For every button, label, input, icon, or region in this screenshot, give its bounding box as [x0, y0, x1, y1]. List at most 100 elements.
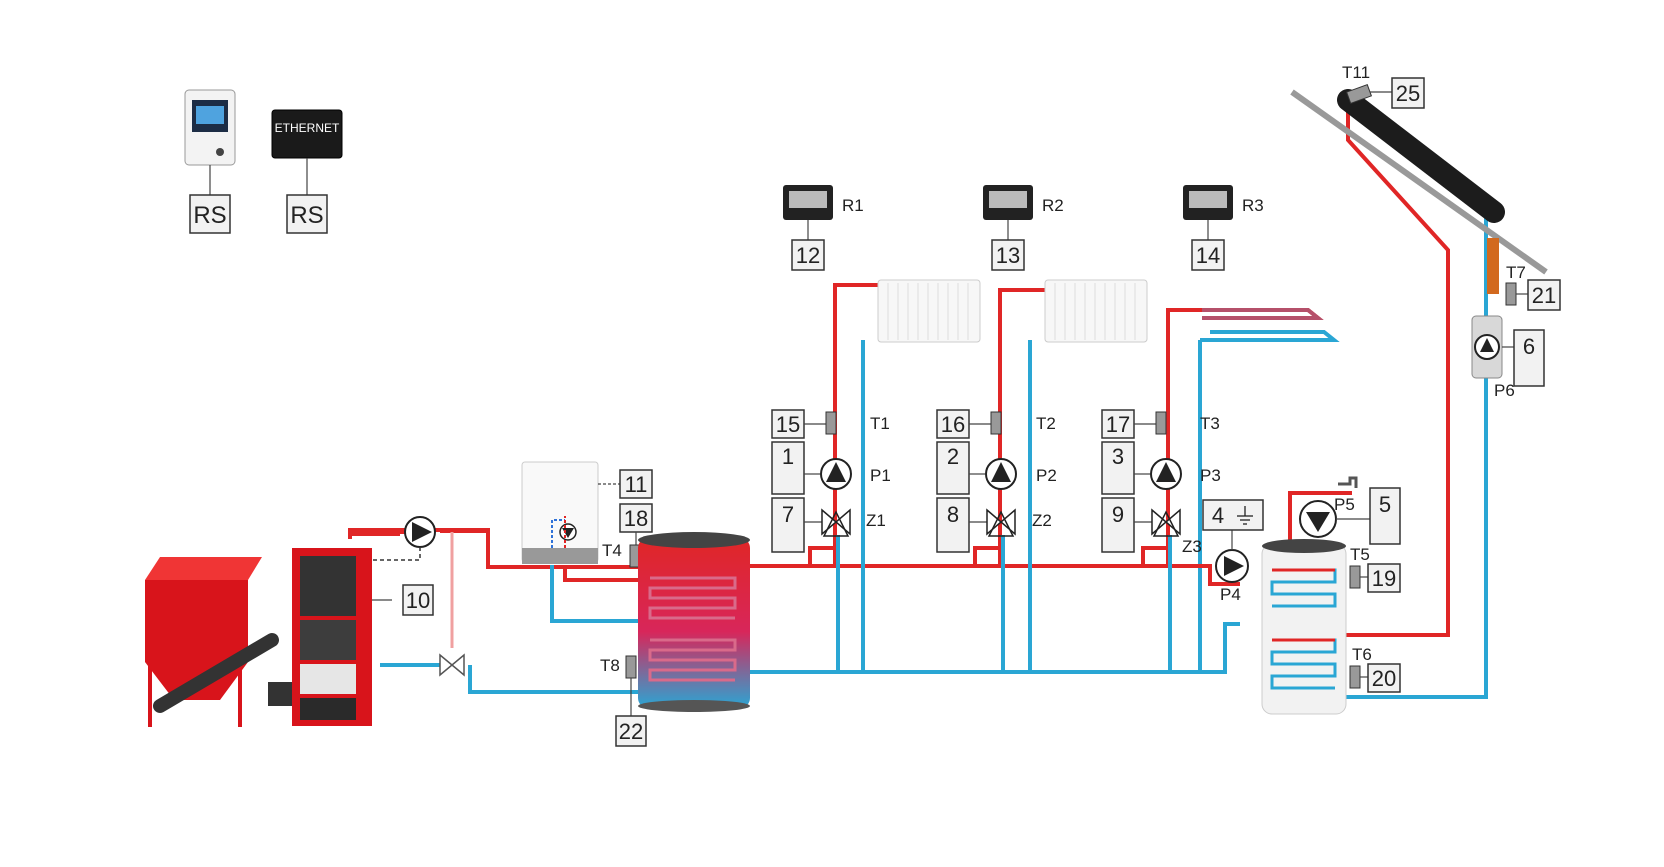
circuit1-pump-terminal: 1 [782, 444, 794, 469]
ground-icon [1237, 506, 1253, 525]
cold-return-header [750, 622, 1240, 674]
tap-icon [1338, 476, 1358, 488]
circuit2-valve-terminal-box [936, 497, 970, 553]
room-regulator-r3-label: R3 [1242, 196, 1264, 215]
dhw-bottom-sensor-terminal: 20 [1372, 666, 1396, 691]
boiler-terminal-box [402, 584, 434, 616]
solar-cold-pipe [1340, 215, 1488, 699]
dhw-circulation-pump-terminal: 5 [1379, 492, 1391, 517]
solar-collector: T11 25 [1290, 63, 1548, 275]
radiator-2 [1044, 279, 1148, 343]
solar-return-sensor-terminal-box [1527, 279, 1561, 311]
collector-sensor-terminal: 25 [1396, 81, 1420, 106]
room-regulator-r1: R1 12 [783, 185, 864, 271]
circuit2-sensor-terminal: 16 [941, 412, 965, 437]
solar-pump-station: P6 6 [1471, 315, 1545, 400]
ethernet-rs-port-box [286, 194, 328, 234]
dhw-tank [1261, 539, 1347, 715]
circuit3-valve-terminal: 9 [1112, 502, 1124, 527]
circuit1-valve-terminal-box [771, 497, 805, 553]
boiler-return-pipe [380, 663, 640, 694]
circuit2-pump-terminal-box [936, 441, 970, 495]
room-regulator-r3-terminal: 14 [1196, 243, 1220, 268]
circuit2-pump-label: P2 [1036, 466, 1057, 485]
circuit3-sensor-icon [1155, 411, 1167, 435]
controller-rs-port-box [189, 194, 231, 234]
collector-sensor-label: T11 [1342, 63, 1370, 82]
dhw-circulation-pump: P5 5 [1299, 476, 1401, 545]
room-regulator-r1-terminal-box [791, 239, 825, 271]
solar-return-sensor-label: T7 [1506, 263, 1526, 282]
collector-sensor-icon [1345, 83, 1373, 105]
dhw-top-sensor: T5 19 [1349, 545, 1401, 593]
solar-return-sensor: T7 21 [1487, 238, 1561, 311]
circuit2-sensor-icon [990, 411, 1002, 435]
circuit3-branch [1141, 546, 1168, 566]
dhw-bottom-sensor-label: T6 [1352, 645, 1372, 664]
circuit3-sensor-label: T3 [1200, 414, 1220, 433]
dhw-top-sensor-terminal: 19 [1372, 566, 1396, 591]
boiler-terminal: 10 [406, 588, 430, 613]
gas-boiler-terminal: 11 [625, 472, 648, 497]
circuit1-return [836, 340, 865, 672]
gas-boiler-cold-pipe [550, 565, 640, 623]
solar-pump-terminal: 6 [1523, 334, 1535, 359]
circuit1-sensor-icon [825, 411, 837, 435]
boiler-pump-icon [372, 516, 436, 561]
dhw-bottom-sensor-terminal-box [1367, 663, 1401, 693]
dhw-charge-pump-label: P4 [1220, 585, 1241, 604]
solar-return-sensor-terminal: 21 [1532, 283, 1556, 308]
ethernet-rs-port-label: RS [290, 202, 323, 229]
circuit2-branch [973, 546, 1000, 566]
pellet-boiler: 10 [145, 548, 434, 727]
circuit2-pump-icon [985, 458, 1017, 490]
dhw-charge-pump-terminal: 4 [1212, 503, 1224, 528]
dhw-supply [1195, 564, 1240, 586]
circuit3-pump-label: P3 [1200, 466, 1221, 485]
circuit2-valve-label: Z2 [1032, 511, 1052, 530]
circuit3-sensor-terminal: 17 [1106, 412, 1130, 437]
solar-return-sensor-icon [1505, 282, 1517, 306]
circuit-2: 16 T2 2 P2 8 Z2 [936, 409, 1057, 553]
boiler-top-pipe [350, 529, 488, 536]
room-regulator-r3: R3 14 [1183, 185, 1264, 271]
dhw-charge-pump-terminal-box [1202, 499, 1264, 531]
room-regulator-r1-terminal: 12 [796, 243, 820, 268]
ethernet-module: ETHERNET RS [271, 109, 343, 234]
buffer-tank: T8 22 [600, 532, 750, 747]
room-regulator-r1-label: R1 [842, 196, 864, 215]
underfloor-loop [1202, 308, 1324, 320]
dhw-circulation-pump-label: P5 [1334, 495, 1355, 514]
room-regulator-r2-label: R2 [1042, 196, 1064, 215]
collector-sensor-terminal-box [1391, 77, 1425, 109]
dhw-top-sensor-icon [1349, 565, 1361, 589]
radiator-1 [877, 279, 981, 343]
ethernet-module-text: ETHERNET [275, 121, 340, 135]
circuit3-pump-icon [1150, 458, 1182, 490]
room-regulator-r2-terminal: 13 [996, 243, 1020, 268]
solar-pump-terminal-box [1513, 329, 1545, 387]
gas-boiler: 11 18 T4 [521, 461, 653, 568]
gas-boiler-terminal-box [619, 469, 653, 499]
circuit3-pump-terminal: 3 [1112, 444, 1124, 469]
circuit2-valve-terminal: 8 [947, 502, 959, 527]
circuit3-sensor-terminal-box [1101, 409, 1135, 439]
circuit2-pump-terminal: 2 [947, 444, 959, 469]
circuit3-return [1168, 330, 1340, 672]
circuit-1: 15 T1 1 P1 7 Z1 [771, 409, 891, 553]
circuit1-mixing-valve-icon [821, 508, 851, 537]
dhw-bottom-sensor-icon [1349, 665, 1361, 689]
dhw-charge-pump: P4 4 [1202, 499, 1264, 604]
buffer-sensor-terminal: 22 [619, 719, 643, 744]
gas-boiler-hot-pipe [563, 568, 640, 582]
buffer-sensor-icon [625, 655, 637, 679]
circuit2-return [1001, 340, 1032, 672]
boiler-return-valve-icon [439, 653, 465, 677]
dhw-top-sensor-terminal-box [1367, 563, 1401, 593]
circuit1-sensor-terminal: 15 [776, 412, 800, 437]
circuit1-sensor-label: T1 [870, 414, 890, 433]
circuit3-mixing-valve-icon [1151, 508, 1181, 537]
circuit1-pump-terminal-box [771, 441, 805, 495]
circuit1-valve-terminal: 7 [782, 502, 794, 527]
